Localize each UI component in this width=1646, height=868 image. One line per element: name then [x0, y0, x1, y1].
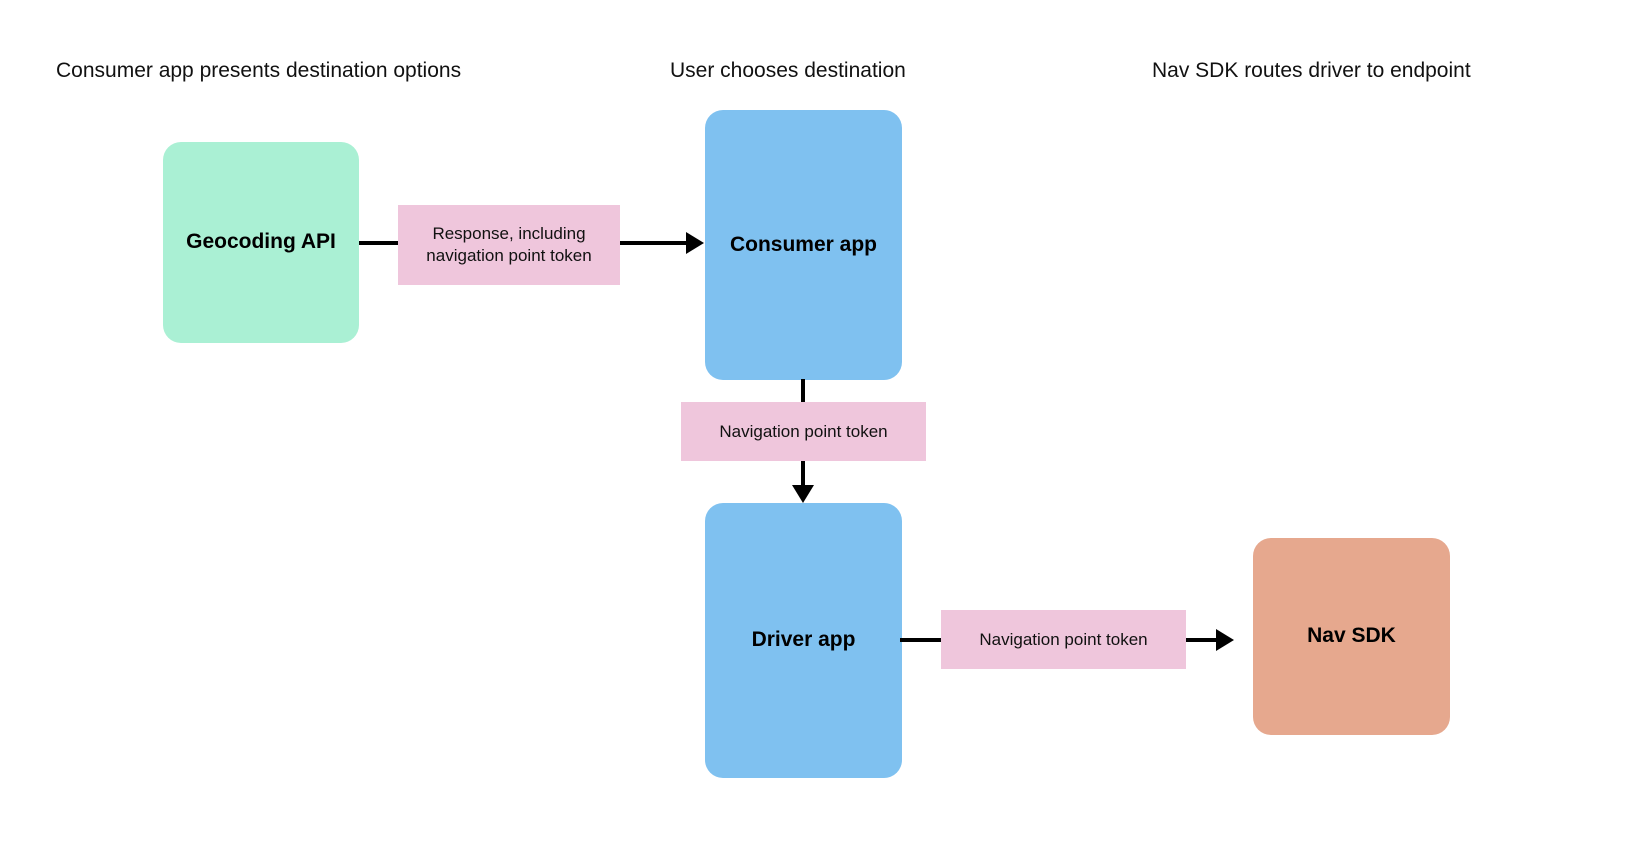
edge-label-token-horizontal-text: Navigation point token — [979, 629, 1148, 649]
node-nav-sdk[interactable]: Nav SDK — [1253, 538, 1450, 735]
edge-label-token-vertical-text: Navigation point token — [719, 421, 888, 441]
node-driver-app[interactable]: Driver app — [705, 503, 902, 778]
connector-token-label-to-nav-sdk — [1184, 638, 1218, 642]
node-consumer-app[interactable]: Consumer app — [705, 110, 902, 380]
node-nav-sdk-label: Nav SDK — [1307, 624, 1396, 648]
connector-consumer-app-to-token-label — [801, 379, 805, 405]
edge-label-response-including-navigation-point-token: Response, including navigation point tok… — [398, 205, 620, 285]
column-header-consumer-app: Consumer app presents destination option… — [56, 59, 462, 82]
arrowhead-to-driver-app — [792, 485, 814, 503]
arrowhead-to-nav-sdk — [1216, 629, 1234, 651]
edge-label-navigation-point-token-vertical: Navigation point token — [681, 402, 926, 461]
connector-geocoding-to-response-label — [359, 241, 401, 245]
node-driver-app-label: Driver app — [751, 628, 856, 652]
connector-token-label-to-driver-app — [801, 459, 805, 487]
connector-driver-app-to-token-label — [900, 638, 944, 642]
node-geocoding-api[interactable]: Geocoding API — [163, 142, 359, 343]
connector-response-label-to-consumer-app — [618, 241, 688, 245]
arrowhead-to-consumer-app — [686, 232, 704, 254]
edge-label-navigation-point-token-horizontal: Navigation point token — [941, 610, 1186, 669]
column-header-user-chooses: User chooses destination — [670, 59, 906, 82]
column-header-nav-sdk: Nav SDK routes driver to endpoint — [1152, 59, 1471, 82]
node-geocoding-api-label: Geocoding API — [186, 230, 336, 254]
edge-label-response-text: Response, including navigation point tok… — [426, 224, 592, 265]
node-consumer-app-label: Consumer app — [729, 232, 878, 256]
